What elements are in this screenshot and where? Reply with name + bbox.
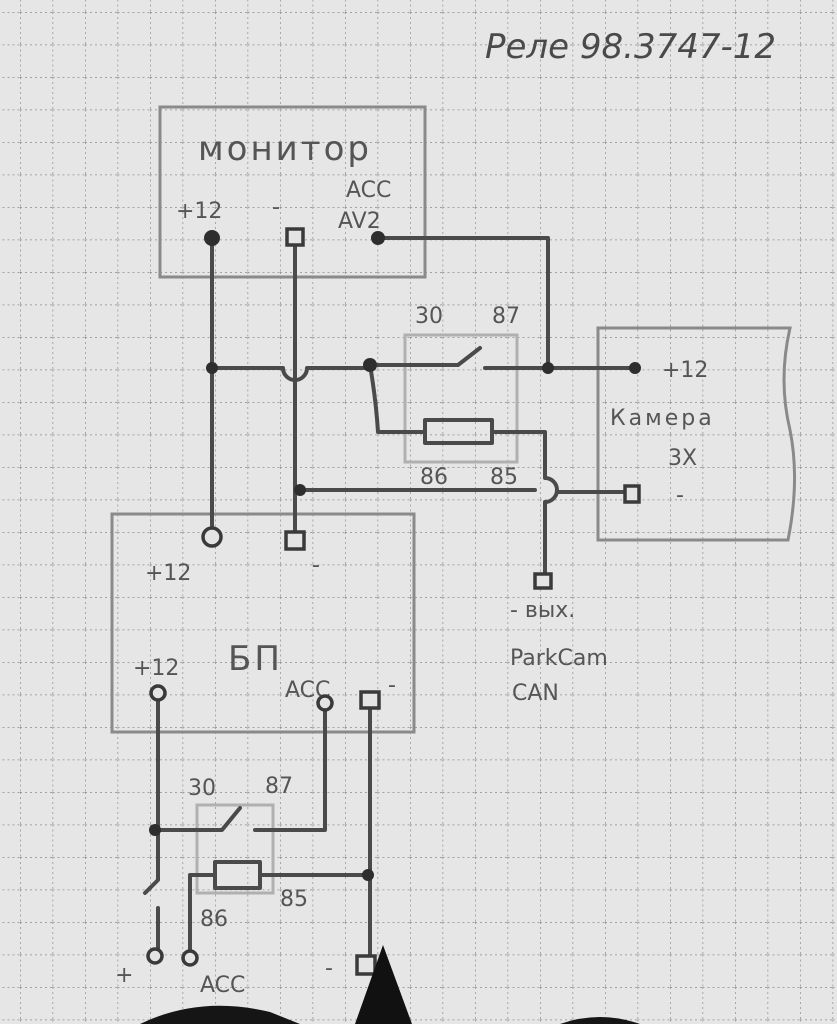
bottom-minus-terminal <box>355 954 377 976</box>
relay1-pin-30: 30 <box>415 304 443 329</box>
junction <box>542 362 554 374</box>
bottom-minus-label: - <box>325 956 333 981</box>
camera-minus-label: - <box>676 483 684 508</box>
bottom-acc-label: ACC <box>200 973 245 998</box>
psu-out-minus-terminal <box>284 530 306 551</box>
monitor-minus-label: - <box>272 195 280 220</box>
monitor-av-label: AV2 <box>338 209 381 234</box>
bottom-plus-terminal <box>146 947 164 965</box>
relay2-pin-87: 87 <box>265 774 293 799</box>
psu-out-plus-label: +12 <box>145 561 191 586</box>
terminals <box>146 227 641 976</box>
monitor-plus-label: +12 <box>176 199 222 224</box>
camera-sub-label: 3X <box>668 446 697 471</box>
relay2-pin-30: 30 <box>188 776 216 801</box>
output-line2: ParkCam <box>510 646 608 671</box>
psu-in-acc-terminal <box>316 694 334 712</box>
pen-tip-shadow <box>140 945 640 1024</box>
relay1-pin-86: 86 <box>420 465 448 490</box>
psu-in-minus-terminal <box>359 690 381 710</box>
output-label: - вых. ParkCam CAN <box>510 598 608 706</box>
relay-2: 30 87 86 85 <box>188 774 308 932</box>
camera-block: +12 Камера 3X - <box>596 326 797 542</box>
camera-minus-terminal <box>623 484 641 504</box>
monitor-plus-terminal <box>204 230 220 246</box>
relay2-pin-86: 86 <box>200 907 228 932</box>
relay2-pin-85: 85 <box>280 887 308 912</box>
monitor-minus-terminal <box>285 227 305 247</box>
monitor-block: монитор +12 - ACC AV2 <box>158 105 427 279</box>
psu-label: БП <box>228 639 283 679</box>
camera-plus-terminal <box>629 362 641 374</box>
psu-out-minus-label: - <box>312 553 320 578</box>
psu-in-plus-terminal <box>149 684 167 702</box>
output-terminal <box>533 572 553 590</box>
psu-in-minus-label: - <box>388 673 396 698</box>
wires <box>143 236 637 967</box>
camera-label: Камера <box>610 406 715 431</box>
junction <box>362 869 374 881</box>
junction <box>294 484 306 496</box>
monitor-label: монитор <box>198 129 372 169</box>
output-line1: - вых. <box>510 598 575 623</box>
psu-out-plus-terminal <box>201 526 223 548</box>
bottom-plus-label: + <box>115 963 133 988</box>
monitor-acc-label: ACC <box>346 178 391 203</box>
title: Реле 98.3747-12 <box>485 27 776 67</box>
psu-in-plus-label: +12 <box>133 656 179 681</box>
junction <box>206 362 218 374</box>
relay1-pin-87: 87 <box>492 304 520 329</box>
junction <box>363 358 377 372</box>
output-line3: CAN <box>512 681 559 706</box>
monitor-acc-terminal <box>371 231 385 245</box>
camera-plus-label: +12 <box>662 358 708 383</box>
junction <box>149 824 161 836</box>
bottom-acc-terminal <box>181 949 199 967</box>
relay1-pin-85: 85 <box>490 465 518 490</box>
